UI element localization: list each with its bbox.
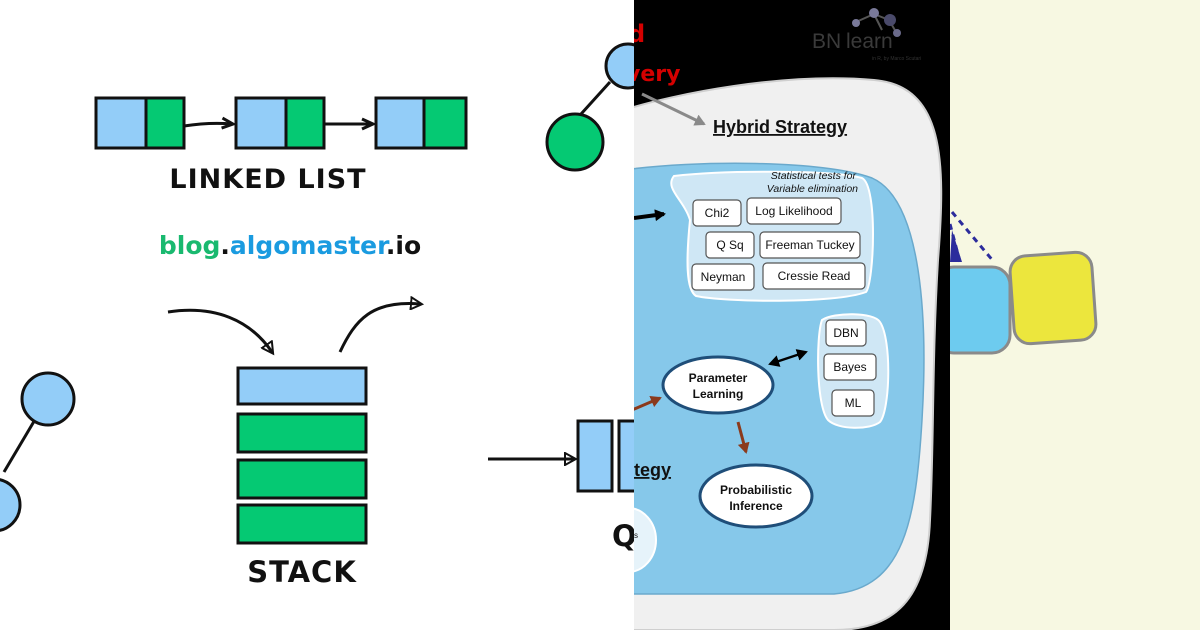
statistical-test-label: Neyman xyxy=(701,270,746,284)
statistical-test-label: Q Sq xyxy=(716,238,743,252)
hybrid-strategy-title: Hybrid Strategy xyxy=(713,117,847,137)
stack-item xyxy=(236,412,368,454)
flow-arrow xyxy=(736,421,750,454)
logo-text-2: learn xyxy=(846,30,893,53)
statistical-test-label: Log Likelihood xyxy=(755,204,832,218)
statistical-test-label: Chi2 xyxy=(705,206,730,220)
queue-item xyxy=(576,419,614,493)
small-node-fragment xyxy=(634,507,657,573)
flow-arrow xyxy=(634,209,666,222)
tests-caption-line2: Variable elimination xyxy=(767,183,858,195)
brand-part-blog: blog xyxy=(159,231,221,260)
statistical-test-box: Neyman xyxy=(691,263,755,291)
bidirectional-arrow xyxy=(768,349,808,367)
linked-list-node xyxy=(374,96,468,150)
bnlearn-diagram: d very BN learn in R, by Marco Scutari H… xyxy=(634,8,943,630)
flow-arrow xyxy=(634,396,662,411)
tree-fragment-top xyxy=(545,42,634,172)
queue-label-fragment: Q xyxy=(612,519,634,553)
parameter-learning-node xyxy=(661,355,775,415)
queue-item xyxy=(617,419,634,493)
tests-caption-line1: Statistical tests for xyxy=(771,170,857,182)
pop-arrow xyxy=(338,303,420,353)
method-label: Bayes xyxy=(833,360,866,374)
yellow-block xyxy=(1008,250,1098,346)
statistical-test-box: Cressie Read xyxy=(762,262,866,290)
data-structures-illustration: LINKED LIST blog.algomaster.io STACK xyxy=(0,42,634,589)
logo-subtitle: in R, by Marco Scutari xyxy=(872,56,921,62)
push-arrow xyxy=(167,308,272,352)
method-box: DBN xyxy=(825,319,867,347)
logo-text: BN xyxy=(812,30,841,53)
parameter-learning-label-1: Parameter xyxy=(689,371,748,385)
probabilistic-inference-label-2: Inference xyxy=(729,499,783,513)
statistical-test-box: Chi2 xyxy=(692,199,742,227)
linked-list-node xyxy=(94,96,186,150)
small-node-fragment-label: s xyxy=(634,531,638,540)
statistical-test-label: Freeman Tuckey xyxy=(765,238,854,252)
blocks-illustration xyxy=(950,211,1098,355)
bnlearn-logo: BN learn in R, by Marco Scutari xyxy=(812,8,921,62)
flow-arrow xyxy=(641,92,706,126)
method-label: DBN xyxy=(833,326,858,340)
statistical-tests: Chi2 Log Likelihood Q Sq Freeman TuckeyNeym… xyxy=(691,197,866,291)
linked-list-node xyxy=(234,96,326,150)
parameter-learning-label-2: Learning xyxy=(693,387,744,401)
tree-fragment-left xyxy=(0,371,76,532)
stack-item-top xyxy=(236,366,368,406)
blocks-panel xyxy=(950,0,1200,630)
method-box: ML xyxy=(831,389,875,417)
statistical-test-box: Q Sq xyxy=(705,231,755,259)
statistical-test-label: Cressie Read xyxy=(778,269,851,283)
stack-label: STACK xyxy=(247,555,357,589)
stack-item xyxy=(236,458,368,500)
brand-part-io: io xyxy=(395,231,421,260)
statistical-test-box: Freeman Tuckey xyxy=(759,231,861,259)
bnlearn-diagram-panel: d very BN learn in R, by Marco Scutari H… xyxy=(634,0,950,630)
title-fragment: very xyxy=(634,62,680,87)
brand-url: blog.algomaster.io xyxy=(159,231,421,260)
title-fragment: d xyxy=(634,20,645,48)
linked-list-label: LINKED LIST xyxy=(169,164,366,195)
linked-list-arrow xyxy=(183,123,232,126)
strategy-title-fragment: tegy xyxy=(634,460,671,480)
brand-dot: . xyxy=(386,231,396,260)
blue-block xyxy=(950,265,1012,355)
stack-item xyxy=(236,503,368,545)
method-box: Bayes xyxy=(823,353,877,381)
brand-dot: . xyxy=(220,231,230,260)
brand-part-algomaster: algomaster xyxy=(230,231,390,260)
method-label: ML xyxy=(845,396,862,410)
statistical-test-box: Log Likelihood xyxy=(746,197,842,225)
probabilistic-inference-node xyxy=(698,463,814,529)
pointer-triangle xyxy=(950,230,962,262)
data-structures-panel: LINKED LIST blog.algomaster.io STACK xyxy=(0,42,634,589)
probabilistic-inference-label-1: Probabilistic xyxy=(720,483,792,497)
